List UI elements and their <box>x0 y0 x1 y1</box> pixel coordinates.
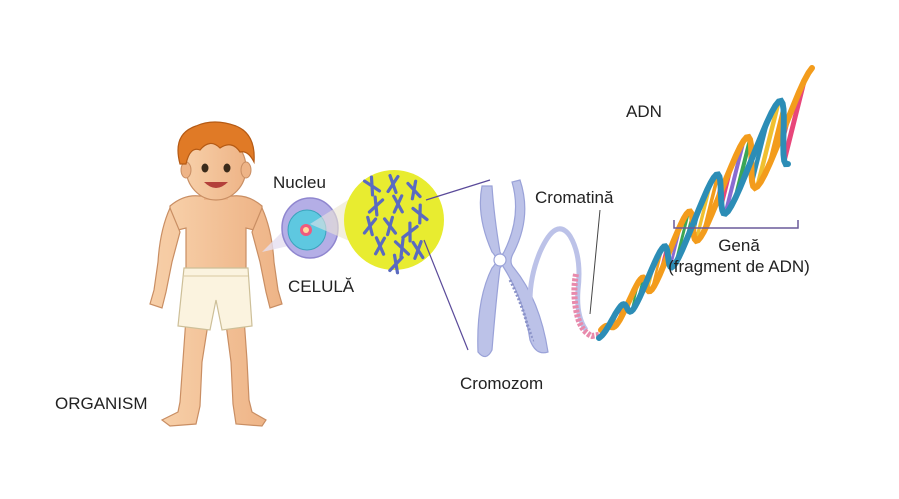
chromosome-label: Cromozom <box>460 374 544 393</box>
boy-figure <box>149 121 283 427</box>
chromosome-set-circle <box>344 170 444 275</box>
gene-label: Genă <box>718 236 760 255</box>
mini-chromosome <box>373 236 387 256</box>
dna-base-pair <box>755 100 781 188</box>
chromatin-pointer <box>589 209 601 315</box>
dna-label: ADN <box>626 102 662 121</box>
cell-label: CELULĂ <box>288 277 355 296</box>
dna-strand-a <box>598 65 815 333</box>
boy-arms <box>149 206 283 309</box>
mini-chromosome <box>362 175 382 197</box>
dna-base-pair <box>723 140 746 215</box>
dna-helix <box>596 65 815 341</box>
boy-legs <box>160 317 267 427</box>
chromatin-fiber <box>571 273 605 340</box>
mini-chromosome <box>411 203 429 225</box>
boy-hair <box>177 121 255 165</box>
organism-label: ORGANISM <box>55 394 148 413</box>
mini-chromosome <box>401 221 419 243</box>
mini-chromosome <box>367 195 385 217</box>
mini-chromosome <box>386 173 400 195</box>
dna-strand-b <box>596 97 791 341</box>
connector-line <box>423 239 469 351</box>
chromosome-cluster <box>362 173 429 275</box>
gene-bracket <box>673 220 799 229</box>
chromatin-label: Cromatină <box>535 188 614 207</box>
mini-chromosome <box>388 253 404 275</box>
mini-chromosome <box>393 237 411 259</box>
boy-torso <box>169 195 263 271</box>
mini-chromosome <box>382 215 398 237</box>
mini-chromosome <box>411 240 425 260</box>
mini-chromosome <box>406 179 422 201</box>
gene-note-label: (fragment de ADN) <box>668 257 810 276</box>
boy-shorts <box>177 267 253 331</box>
mini-chromosome <box>392 194 404 214</box>
nucleus-label: Nucleu <box>273 173 326 192</box>
connector-line <box>425 179 491 201</box>
mini-chromosome <box>362 215 378 237</box>
